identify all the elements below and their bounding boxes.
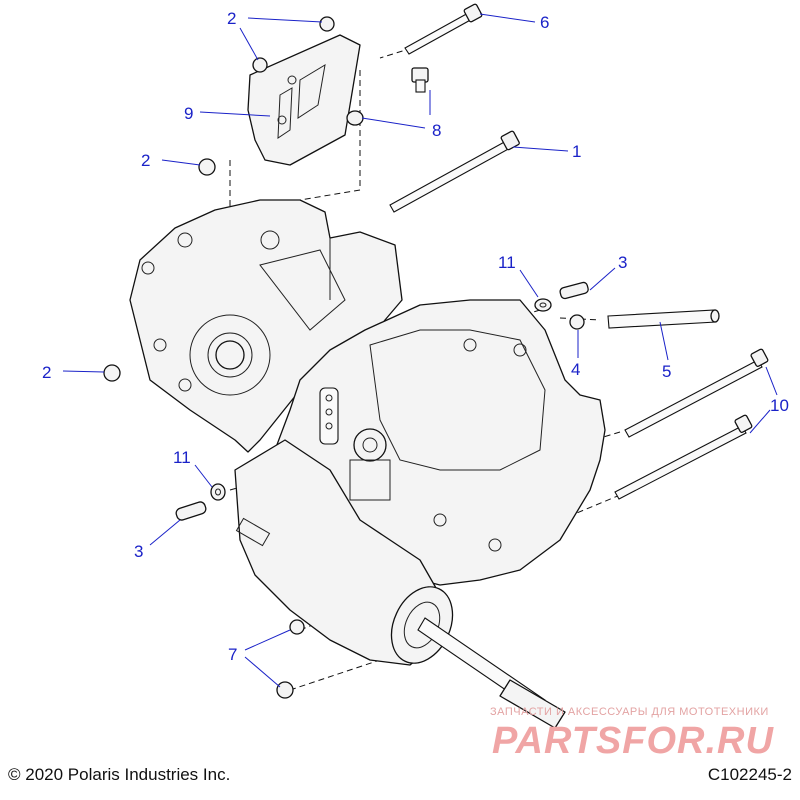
- callout-labels: 2 6 9 8 2 1 11 3 2 4 5 10 11 3 7: [42, 9, 789, 664]
- washer-11-left: [210, 483, 226, 501]
- nut-2-bracket: [252, 57, 268, 73]
- nut-2-top: [319, 16, 335, 32]
- short-bolt-8: [411, 67, 429, 93]
- diagram-code: C102245-2: [707, 765, 792, 784]
- leader-lines: [62, 13, 778, 688]
- nut-7-upper: [289, 619, 305, 635]
- callout-1: 1: [572, 142, 581, 161]
- callout-8: 8: [432, 121, 441, 140]
- callout-7: 7: [228, 645, 237, 664]
- watermark-tagline: ЗАПЧАСТИ И АКСЕССУАРЫ ДЛЯ МОТОТЕХНИКИ: [490, 706, 769, 718]
- callout-10: 10: [770, 396, 789, 415]
- callout-11-right: 11: [498, 253, 516, 272]
- callout-11-left: 11: [173, 448, 191, 467]
- long-bolt-1: [389, 130, 520, 213]
- bolt-8-bracket: [346, 110, 364, 126]
- crankcase-left: [129, 199, 403, 453]
- callout-6: 6: [540, 13, 549, 32]
- copyright-text: © 2020 Polaris Industries Inc.: [8, 765, 231, 784]
- callout-2-mid: 2: [141, 151, 150, 170]
- callout-3-right: 3: [618, 253, 627, 272]
- clip-4: [569, 314, 585, 330]
- nut-2-left: [103, 364, 121, 382]
- long-bolt-6: [404, 3, 483, 55]
- washer-11-right: [534, 298, 552, 312]
- engine-mount-bracket: [247, 34, 361, 166]
- bolt-3-right: [559, 281, 589, 300]
- long-bolt-10b: [614, 414, 753, 500]
- nut-7-lower: [276, 681, 294, 699]
- callout-3-left: 3: [134, 542, 143, 561]
- gearcase-right: [274, 299, 606, 586]
- callout-4: 4: [571, 360, 580, 379]
- callout-5: 5: [662, 362, 671, 381]
- watermark-logo: PARTSFOR.RU: [492, 720, 774, 762]
- bolt-3-left: [175, 501, 207, 521]
- output-shaft: [417, 617, 566, 729]
- callout-9: 9: [184, 104, 193, 123]
- callout-2-top: 2: [227, 9, 236, 28]
- nut-2-mid: [198, 158, 216, 176]
- rod-5: [607, 309, 720, 329]
- long-bolt-10a: [624, 348, 769, 438]
- callout-2-left: 2: [42, 363, 51, 382]
